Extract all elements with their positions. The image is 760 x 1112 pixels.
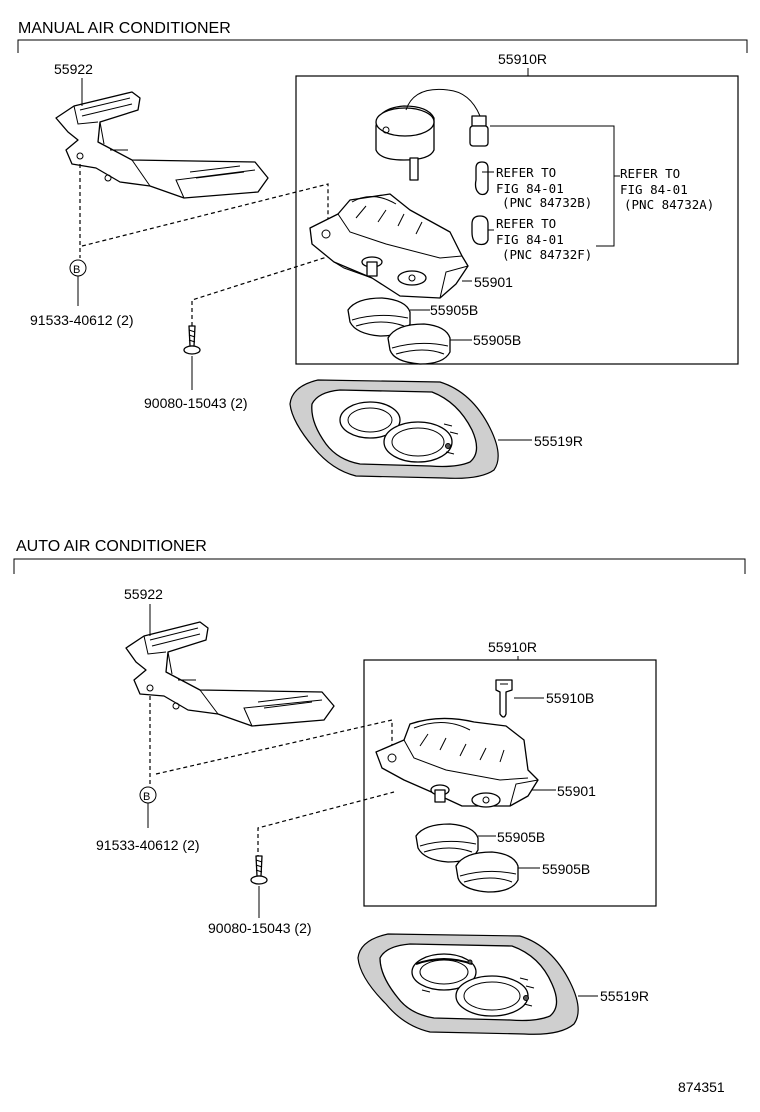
manual-refer3-line3: (PNC 84732A) bbox=[624, 197, 714, 212]
auto-control-assy-frame bbox=[363, 659, 657, 907]
manual-label-housing: 55901 bbox=[474, 274, 513, 290]
manual-control-assy-frame bbox=[295, 75, 739, 365]
manual-section-title: MANUAL AIR CONDITIONER bbox=[18, 20, 231, 37]
auto-label-knob-2: 55905B bbox=[542, 861, 590, 877]
auto-dash-bracket-housing bbox=[155, 719, 393, 775]
manual-bracket-55922 bbox=[55, 91, 269, 199]
auto-screw-icon bbox=[250, 855, 268, 885]
auto-label-control-assy: 55910R bbox=[488, 639, 537, 655]
auto-housing-55901 bbox=[375, 717, 539, 808]
manual-servo-motor bbox=[375, 88, 489, 181]
auto-label-bulb: 55910B bbox=[546, 690, 594, 706]
manual-refer1-line1: REFER TO bbox=[496, 165, 556, 180]
manual-refer3-line1: REFER TO bbox=[620, 166, 680, 181]
manual-label-control-assy: 55910R bbox=[498, 51, 547, 67]
manual-refer2-line3: (PNC 84732F) bbox=[502, 247, 592, 262]
auto-bulb-55910B bbox=[495, 679, 513, 718]
manual-panel-55519R bbox=[289, 379, 499, 479]
auto-label-panel: 55519R bbox=[600, 988, 649, 1004]
auto-callout-b: B bbox=[143, 791, 150, 803]
auto-knob-2 bbox=[455, 851, 519, 893]
auto-section-bracket-line bbox=[13, 558, 746, 574]
auto-label-screw: 90080-15043 (2) bbox=[208, 920, 312, 936]
manual-refer1-line3: (PNC 84732B) bbox=[502, 195, 592, 210]
manual-label-bracket: 55922 bbox=[54, 61, 93, 77]
auto-label-bolt: 91533-40612 (2) bbox=[96, 837, 200, 853]
auto-label-bracket: 55922 bbox=[124, 586, 163, 602]
auto-section: AUTO AIR CONDITIONER 55922 B 91533-40612… bbox=[13, 538, 746, 1035]
manual-refer-bracket bbox=[490, 125, 620, 247]
auto-section-title: AUTO AIR CONDITIONER bbox=[16, 538, 207, 555]
manual-refer2-line2: FIG 84-01 bbox=[496, 232, 564, 247]
manual-refer1-line2: FIG 84-01 bbox=[496, 181, 564, 196]
auto-label-knob-1: 55905B bbox=[497, 829, 545, 845]
auto-panel-55519R bbox=[357, 933, 579, 1035]
manual-dash-bracket-housing bbox=[81, 183, 329, 247]
manual-label-bolt: 91533-40612 (2) bbox=[30, 312, 134, 328]
manual-section-bracket-line bbox=[17, 39, 748, 53]
manual-refer3-line2: FIG 84-01 bbox=[620, 182, 688, 197]
manual-screw-icon bbox=[183, 325, 201, 355]
manual-label-panel: 55519R bbox=[534, 433, 583, 449]
manual-knob-1 bbox=[347, 297, 411, 337]
auto-dash-screw bbox=[257, 791, 395, 866]
manual-knob-2 bbox=[387, 323, 451, 365]
manual-label-knob-1: 55905B bbox=[430, 302, 478, 318]
manual-refer2-line1: REFER TO bbox=[496, 216, 556, 231]
auto-bracket-55922 bbox=[125, 621, 335, 727]
manual-label-screw: 90080-15043 (2) bbox=[144, 395, 248, 411]
manual-callout-b: B bbox=[73, 264, 80, 276]
manual-dash-screw bbox=[191, 255, 331, 340]
manual-connector-b bbox=[474, 161, 489, 196]
auto-label-housing: 55901 bbox=[557, 783, 596, 799]
manual-housing-55901 bbox=[309, 193, 469, 299]
figure-number: 874351 bbox=[678, 1079, 725, 1095]
manual-connector-f bbox=[471, 215, 489, 246]
auto-knob-1 bbox=[415, 823, 479, 863]
manual-label-knob-2: 55905B bbox=[473, 332, 521, 348]
manual-section: MANUAL AIR CONDITIONER 55922 B 91533-406… bbox=[17, 20, 748, 479]
